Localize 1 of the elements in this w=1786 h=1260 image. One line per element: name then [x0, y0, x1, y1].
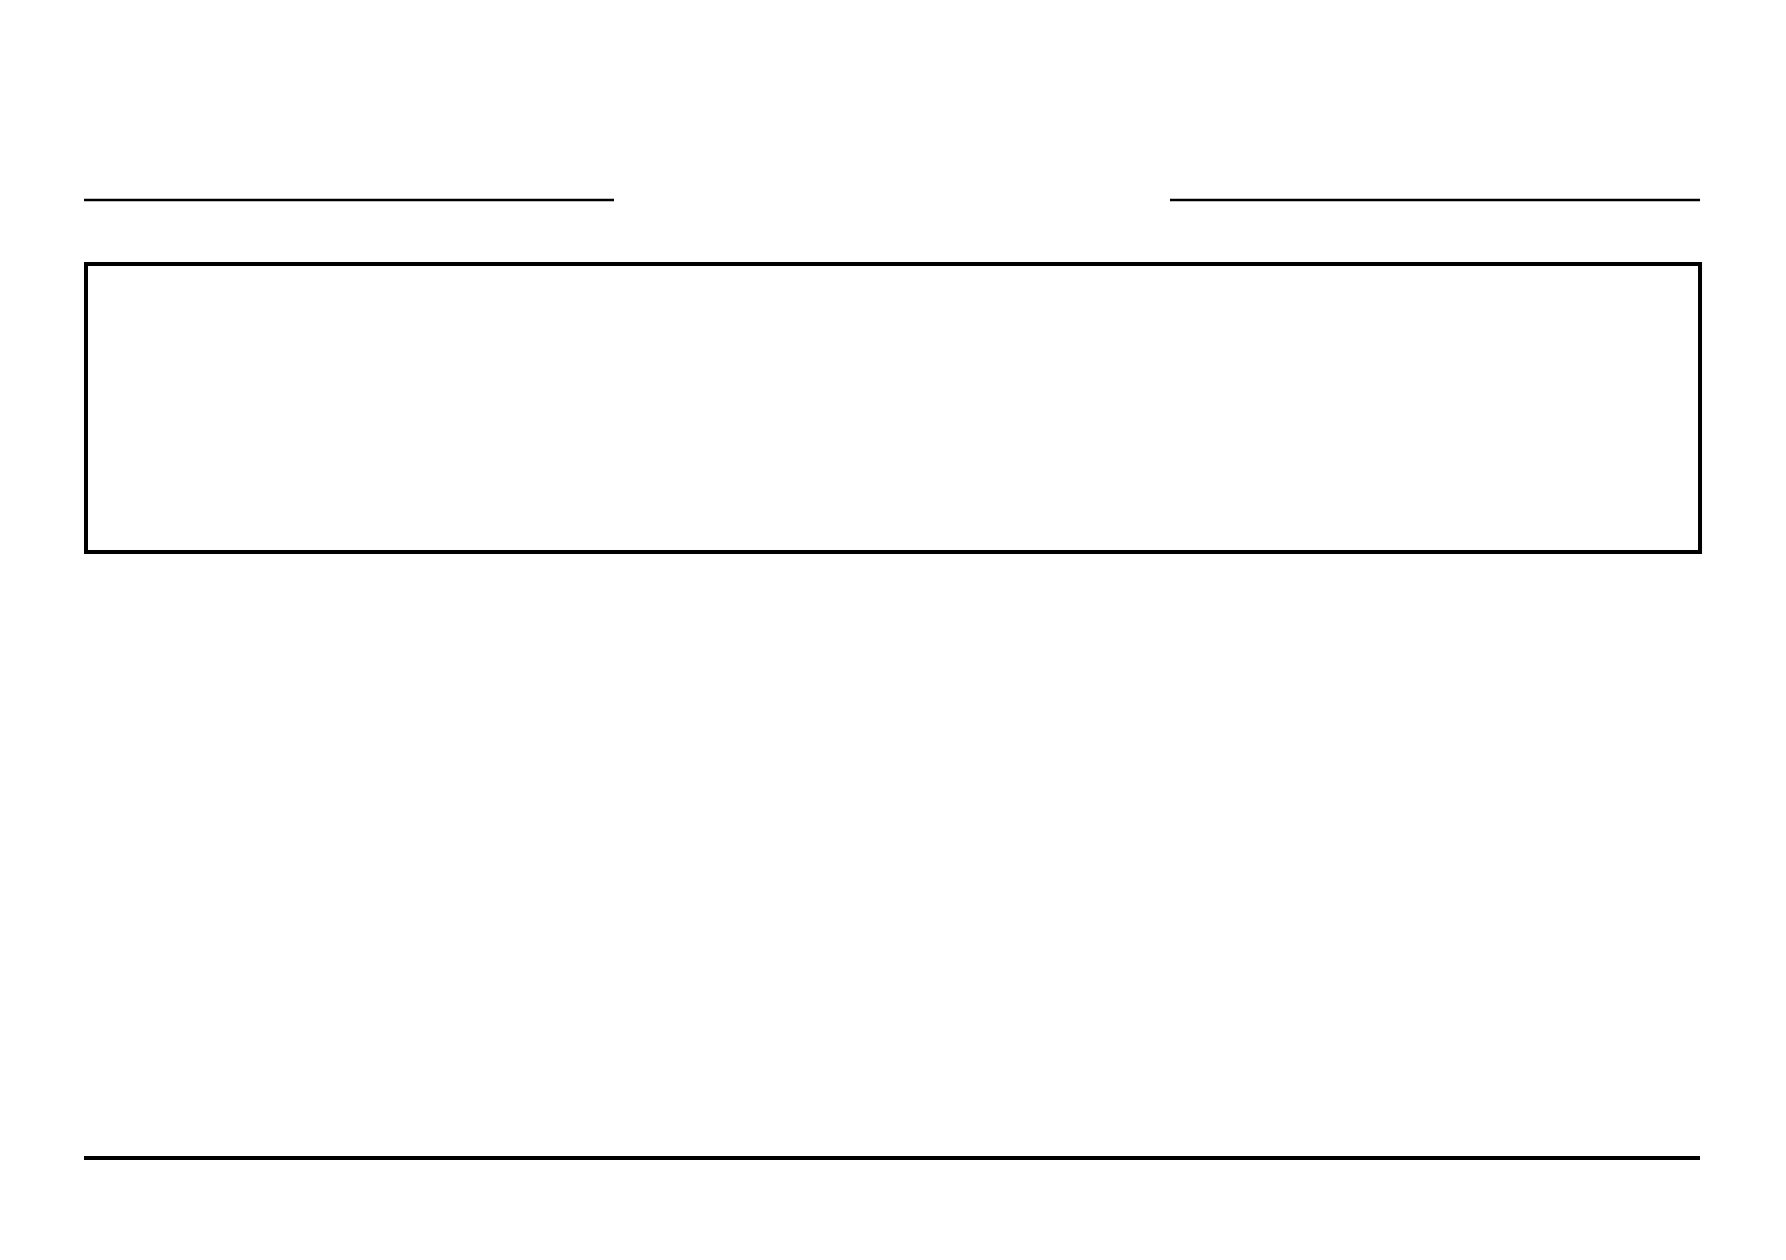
empty-box — [84, 262, 1702, 554]
